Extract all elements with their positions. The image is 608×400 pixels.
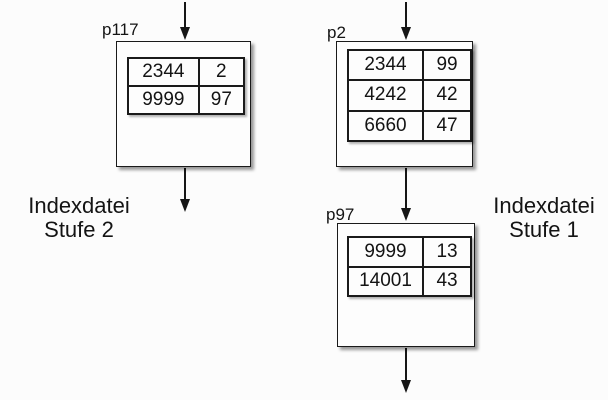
arrow-head-icon	[180, 27, 190, 40]
pointer-cell: 97	[210, 89, 232, 110]
table-row: 9999 13	[349, 238, 470, 266]
key-cell: 6660	[349, 111, 425, 140]
table-row: 2344 2	[129, 59, 243, 85]
caption-indexdatei-stufe-2: Indexdatei Stufe 2	[13, 194, 145, 242]
arrow-out-of-p97-icon	[400, 348, 412, 393]
index-table-p2: 2344 99 4242 42 6660 47	[347, 49, 472, 142]
arrow-head-icon	[401, 27, 411, 40]
arrow-out-of-p117-icon	[179, 168, 191, 212]
key-cell: 9999	[349, 238, 425, 266]
table-row: 9999 97	[129, 85, 243, 113]
caption-indexdatei-stufe-1: Indexdatei Stufe 1	[478, 194, 608, 242]
pointer-cell: 99	[436, 54, 458, 76]
node-label-p2: p2	[327, 23, 346, 42]
caption-line: Stufe 2	[44, 217, 114, 242]
page-box-p2: 2344 99 4242 42 6660 47	[336, 41, 473, 167]
arrow-p2-to-p97-icon	[400, 168, 412, 221]
arrow-head-icon	[401, 208, 411, 221]
index-table-p97: 9999 13 14001 43	[347, 236, 472, 297]
table-row: 6660 47	[349, 109, 470, 140]
caption-line: Stufe 1	[509, 217, 579, 242]
node-label-p117: p117	[102, 20, 139, 39]
arrow-shaft	[184, 168, 186, 199]
arrow-shaft	[184, 2, 186, 27]
table-row: 2344 99	[349, 51, 470, 80]
page-box-p97: 9999 13 14001 43	[337, 223, 475, 347]
key-cell: 9999	[129, 87, 200, 113]
arrow-shaft	[405, 348, 407, 380]
arrow-head-icon	[180, 199, 190, 212]
arrow-head-icon	[401, 380, 411, 393]
key-cell: 2344	[129, 59, 200, 85]
pointer-cell: 2	[216, 61, 227, 82]
pointer-cell: 47	[436, 114, 458, 136]
caption-line: Indexdatei	[28, 193, 130, 218]
arrow-shaft	[405, 2, 407, 27]
arrow-shaft	[405, 168, 407, 208]
pointer-cell: 42	[436, 84, 458, 106]
key-cell: 14001	[349, 267, 425, 295]
arrow-into-p2-icon	[400, 2, 412, 40]
page-box-p117: 2344 2 9999 97	[116, 41, 251, 167]
caption-line: Indexdatei	[493, 193, 595, 218]
table-row: 4242 42	[349, 79, 470, 110]
index-table-p117: 2344 2 9999 97	[127, 57, 245, 115]
key-cell: 2344	[349, 51, 425, 80]
key-cell: 4242	[349, 81, 425, 110]
pointer-cell: 13	[436, 240, 458, 262]
pointer-cell: 43	[436, 270, 458, 292]
arrow-into-p117-icon	[179, 2, 191, 40]
node-label-p97: p97	[326, 205, 355, 224]
table-row: 14001 43	[349, 265, 470, 295]
